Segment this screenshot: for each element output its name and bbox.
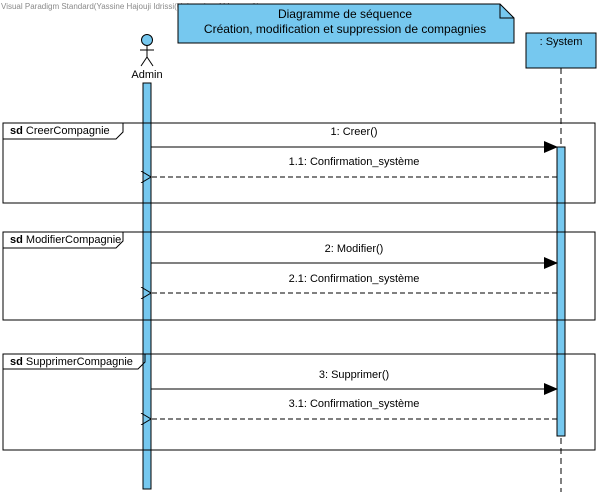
fragment-keyword: sd — [10, 356, 23, 368]
watermark: Visual Paradigm Standard(Yassine Hajouji… — [1, 2, 260, 11]
fragment-keyword: sd — [10, 234, 23, 246]
actor-admin-icon[interactable] — [140, 34, 154, 67]
diagram-note — [177, 3, 515, 44]
actor-admin-label: Admin — [131, 69, 163, 81]
fragment-supprimer-compagnie — [2, 353, 596, 451]
message-label-modifier: 2: Modifier() — [324, 243, 384, 255]
fragment-label-supprimer: sd SupprimerCompagnie — [10, 356, 133, 368]
fragment-name: SupprimerCompagnie — [25, 356, 133, 368]
fragment-modifier-compagnie — [2, 231, 596, 321]
admin-activation-bar — [142, 82, 152, 490]
system-lifeline-label: : System — [539, 36, 583, 48]
reply-label-supprimer: 3.1: Confirmation_système — [288, 398, 420, 410]
system-activation-bar — [556, 146, 566, 437]
fragment-creer-compagnie — [2, 122, 596, 204]
message-label-supprimer: 3: Supprimer() — [318, 369, 390, 381]
message-label-creer: 1: Creer() — [330, 126, 378, 138]
note-title: Diagramme de séquence — [277, 7, 413, 21]
fragment-label-creer: sd CreerCompagnie — [10, 125, 110, 137]
reply-label-modifier: 2.1: Confirmation_système — [288, 273, 420, 285]
fragment-name: ModifierCompagnie — [25, 234, 122, 246]
system-lifeline-head[interactable] — [525, 32, 597, 69]
reply-label-creer: 1.1: Confirmation_système — [288, 156, 420, 168]
fragment-keyword: sd — [10, 125, 23, 137]
fragment-name: CreerCompagnie — [25, 125, 110, 137]
note-subtitle: Création, modification et suppression de… — [203, 22, 487, 36]
fragment-label-modifier: sd ModifierCompagnie — [10, 234, 121, 246]
